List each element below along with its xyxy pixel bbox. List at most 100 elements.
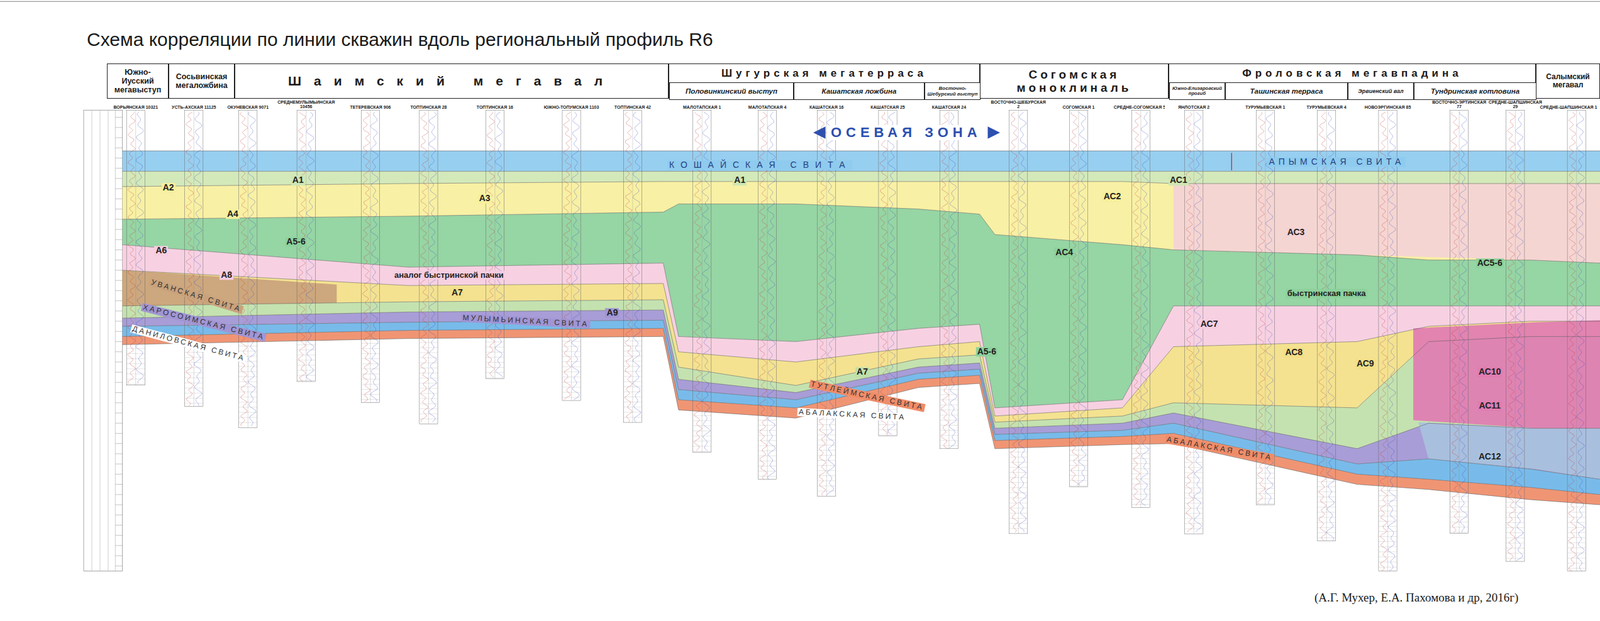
stratum-boundary [122, 171, 1600, 172]
well-column [1317, 110, 1336, 541]
well-grid [1317, 506, 1336, 508]
group-heading-area: Фроловская мегавпадина [1169, 64, 1536, 83]
stratum-boundary [122, 181, 1600, 187]
stratum-boundary [122, 150, 1600, 152]
well-grid [939, 425, 958, 426]
well-column [1506, 110, 1525, 562]
well-grid [1317, 511, 1336, 513]
well-grid [419, 413, 438, 415]
stratum-boundary [122, 270, 1600, 417]
well-grid [1378, 505, 1397, 507]
stratum-boundary [122, 328, 1600, 495]
scale-tick [115, 280, 123, 282]
scale-tick [115, 198, 123, 200]
scale-tick [115, 555, 123, 557]
structure-box: Салымский мегавал [1535, 63, 1600, 99]
scale-tick [115, 290, 123, 292]
well-grid [1317, 491, 1336, 493]
stratum-label: АБАЛАКСКАЯ СВИТА [1164, 435, 1275, 463]
well-grid [1567, 563, 1586, 565]
well-grid [562, 387, 581, 389]
structure-box: Южно-Елизаровский прогиб [1169, 82, 1226, 100]
scale-tick [115, 269, 123, 271]
scale-tick [115, 341, 123, 343]
well-grid [1069, 485, 1088, 487]
well-name: ВОРЬЯНСКАЯ 10321 [106, 105, 165, 110]
log-curve [1078, 111, 1087, 486]
log-curve [306, 111, 315, 382]
well-grid [1184, 508, 1204, 509]
well-axis [1077, 110, 1079, 487]
well-grid [1069, 460, 1088, 462]
structure-box: Ташинская терраса [1225, 82, 1348, 100]
well-grid [817, 429, 836, 431]
well-axis [571, 110, 572, 401]
well-grid [238, 371, 258, 373]
scale-tick [115, 474, 123, 475]
well-grid [1506, 548, 1525, 550]
well-grid [1009, 523, 1028, 524]
scale-tick [115, 535, 123, 536]
scale-tick [115, 433, 123, 434]
stratum-label: А6 [154, 245, 168, 256]
well-name: ТЕТЕРЕВСКАЯ 906 [341, 105, 400, 110]
well-grid [184, 388, 204, 389]
well-axis [135, 110, 136, 386]
well-grid [1009, 528, 1028, 529]
well-grid [817, 475, 836, 477]
log-curve [135, 111, 145, 384]
well-grid [1009, 457, 1028, 458]
well-grid [184, 393, 204, 394]
well-grid [939, 405, 958, 406]
well-grid [623, 345, 642, 347]
well-grid [419, 403, 438, 405]
well-axis [1576, 110, 1577, 572]
well-name: ОКУНЕВСКАЯ 9071 [218, 105, 277, 110]
stratum-label: АС9 [1355, 359, 1376, 370]
well-grid [1069, 455, 1088, 456]
scale-tick [115, 310, 123, 312]
well-column [238, 110, 258, 428]
well-axis [1264, 110, 1266, 506]
well-grid [419, 347, 438, 348]
well-grid [1184, 483, 1204, 484]
well-name: КАШАТСКАЯ 16 [797, 105, 856, 110]
stratum-label: быстринская пачка [1286, 289, 1368, 299]
structure-box: Шаимский мегавал [234, 63, 669, 99]
well-grid [1567, 511, 1586, 513]
well-grid [1378, 567, 1397, 568]
stratum-lens [122, 270, 338, 307]
well-grid [238, 376, 258, 378]
structure-group-box: Фроловская мегавпадинаЮжно-Елизаровский … [1168, 63, 1536, 99]
well-grid [238, 381, 258, 383]
stratum-label: А2 [161, 183, 176, 193]
well-grid [1255, 498, 1275, 500]
structure-box: Сосьвинская мегаложбина [168, 63, 235, 99]
well-grid [1184, 457, 1204, 458]
scale-tick [115, 443, 123, 445]
log-curve [1388, 111, 1397, 572]
stratum-label: А1 [732, 175, 747, 185]
well-grid [1378, 500, 1397, 502]
well-name: УСТЬ-АХСКАЯ 11125 [164, 105, 223, 110]
well-column [562, 110, 581, 401]
well-grid [1378, 541, 1397, 543]
scale-tick [115, 382, 123, 384]
well-grid [1009, 503, 1028, 504]
scale-tick [115, 116, 123, 118]
stratum-label: А3 [477, 194, 492, 204]
well-column [878, 110, 897, 436]
well-column [1009, 110, 1028, 534]
stratum-label: А4 [225, 209, 240, 219]
well-grid [693, 430, 712, 432]
well-grid [939, 420, 958, 421]
well-grid [562, 397, 581, 399]
well-grid [1255, 488, 1275, 490]
well-grid [939, 440, 958, 441]
well-column [1567, 110, 1586, 572]
well-name: ТОПТИНСКАЯ 42 [603, 105, 662, 110]
well-grid [296, 380, 316, 382]
structure-box: Половинкинский выступ [669, 82, 794, 100]
well-grid [1131, 499, 1150, 500]
group-heading-area: Шугурская мегатерраса [669, 64, 980, 83]
